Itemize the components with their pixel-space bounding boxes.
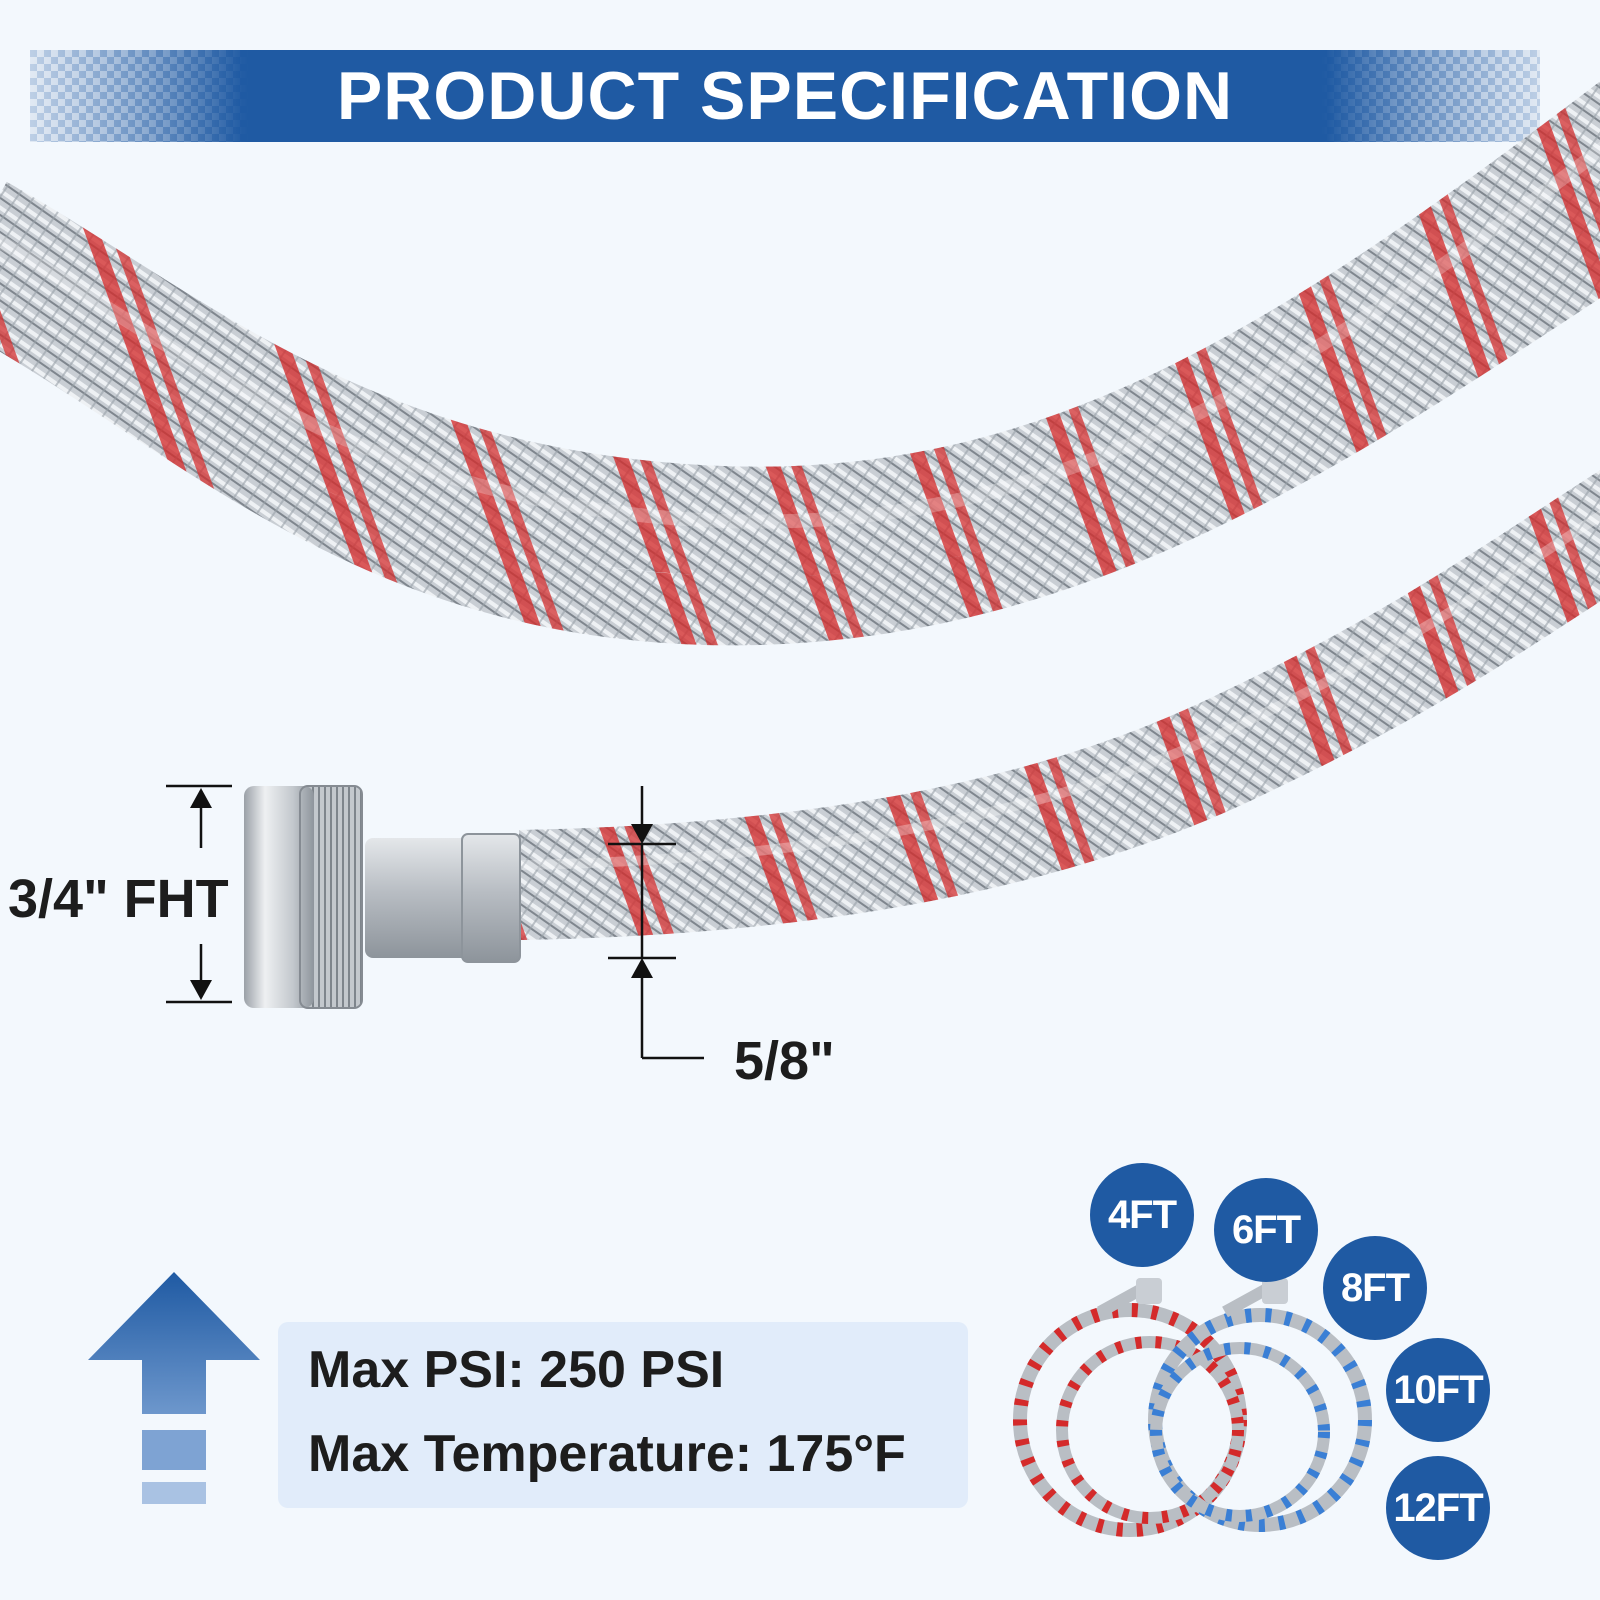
spec-panel: Max PSI: 250 PSI Max Temperature: 175°F (278, 1322, 968, 1508)
fht-fitting (244, 785, 521, 1009)
size-badge-12ft: 12FT (1386, 1456, 1490, 1560)
hose-diameter-label: 5/8" (734, 1031, 835, 1091)
pressure-arrow-icon (88, 1272, 260, 1504)
max-temperature-text: Max Temperature: 175°F (308, 1425, 906, 1483)
upper-hose-front (0, 81, 1600, 577)
max-psi-text: Max PSI: 250 PSI (308, 1341, 725, 1399)
lower-hose (519, 470, 1600, 940)
hose-diameter-dimension-marker (608, 786, 704, 1060)
upper-hose-back (0, 214, 1600, 646)
fitting-size-label: 3/4" FHT (8, 869, 229, 929)
checker-pattern-left (30, 50, 250, 142)
size-badge-6ft: 6FT (1214, 1178, 1318, 1282)
size-badge-4ft: 4FT (1090, 1163, 1194, 1267)
size-badge-10ft: 10FT (1386, 1338, 1490, 1442)
fitting-dimension-marker (166, 784, 232, 1004)
title-banner: PRODUCT SPECIFICATION (30, 50, 1540, 142)
checker-pattern-right (1320, 50, 1540, 142)
page-title: PRODUCT SPECIFICATION (336, 58, 1234, 134)
size-badge-8ft: 8FT (1323, 1236, 1427, 1340)
coiled-hoses-icon (1013, 1278, 1372, 1537)
